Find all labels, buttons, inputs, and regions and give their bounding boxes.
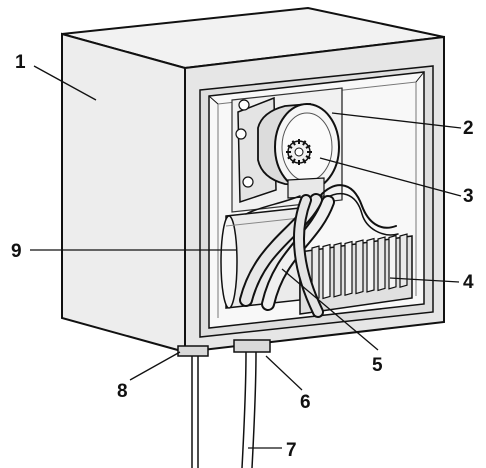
cable-harness — [239, 193, 335, 318]
callout-8: 8 — [117, 381, 128, 402]
callout-4: 4 — [463, 272, 474, 293]
heat-sink-fin — [344, 240, 353, 296]
gear-tooth — [302, 140, 307, 146]
leader-5 — [281, 268, 379, 351]
callout-3: 3 — [463, 186, 474, 207]
gear-tooth — [305, 144, 311, 149]
motor-bracket — [287, 177, 325, 199]
heat-sink — [299, 233, 413, 315]
callout-5: 5 — [372, 355, 383, 376]
inner-corner-edge-right — [415, 71, 425, 83]
flange-screw-top — [238, 99, 250, 111]
leader-4 — [389, 277, 460, 283]
leader-6 — [265, 355, 303, 391]
leader-1 — [33, 65, 97, 101]
cylinder-band — [225, 217, 301, 227]
callout-9: 9 — [11, 241, 22, 262]
internal-wires — [245, 184, 399, 236]
heat-sink-fin — [399, 233, 408, 288]
heat-sink-fin — [355, 239, 364, 295]
gear-tooth — [305, 155, 311, 160]
gear-tooth — [302, 158, 307, 164]
leader-3 — [319, 157, 462, 197]
callout-labels: 1 2 3 4 5 6 7 8 9 — [11, 52, 474, 461]
inner-corner-edge — [208, 95, 219, 105]
gear-tooth — [287, 155, 293, 160]
leader-2 — [331, 112, 462, 129]
callout-1: 1 — [15, 52, 26, 73]
callout-6: 6 — [300, 392, 311, 413]
cylinder-end — [220, 215, 238, 309]
bottom-connectors — [177, 339, 271, 468]
cable-right-edge-b — [251, 351, 257, 468]
heat-sink-fin — [377, 236, 386, 292]
gear-tooth — [287, 144, 293, 149]
leader-lines — [30, 65, 462, 449]
motor-assembly — [235, 96, 340, 204]
cable-right-edge-a — [241, 351, 247, 468]
wire-upper-a — [319, 184, 397, 229]
wire-upper-b — [325, 192, 399, 236]
heat-sink-fin — [322, 243, 331, 300]
gear-teeth — [286, 139, 312, 165]
housing-left-face — [61, 32, 186, 354]
heat-sink-fin — [388, 234, 397, 290]
cable-gland-right — [233, 339, 271, 353]
flange-screw-left — [235, 128, 247, 140]
flange-screw-bottom — [242, 176, 254, 188]
leader-8 — [129, 351, 181, 381]
cable-gland-left — [177, 345, 209, 357]
motor-shaft — [294, 147, 304, 157]
callout-7: 7 — [286, 440, 297, 461]
cable-c-fill — [295, 196, 322, 316]
heat-sink-fin — [333, 242, 342, 298]
gear-tooth — [291, 140, 296, 146]
callout-2: 2 — [463, 118, 474, 139]
gear-tooth — [291, 158, 296, 164]
cable-a-fill — [241, 195, 321, 305]
heat-sink-fin — [366, 237, 375, 293]
wire-upper-c — [245, 195, 301, 215]
